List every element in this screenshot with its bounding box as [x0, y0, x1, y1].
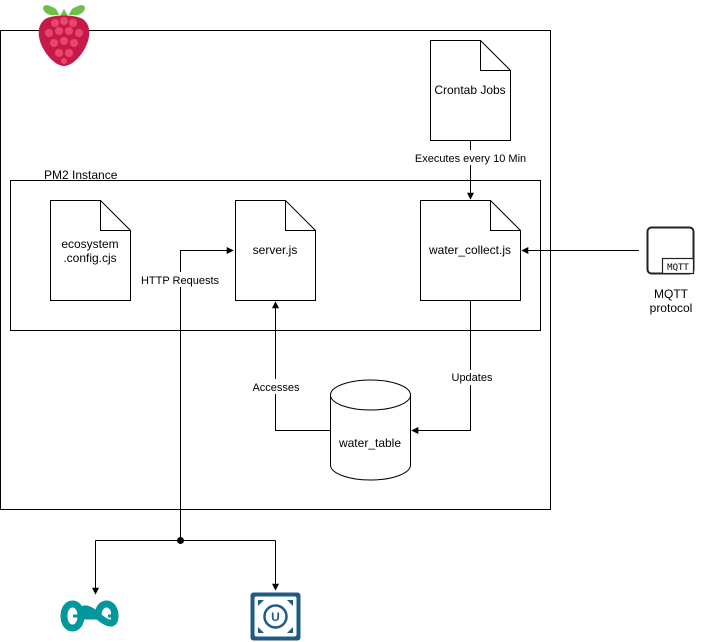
mqtt-label-line1: MQTT	[654, 287, 689, 301]
edge-label-executes: Executes every 10 Min	[415, 153, 526, 165]
arduino-logo-icon	[60, 600, 119, 632]
edge-collect-to-table: Updates	[411, 300, 493, 434]
crontab-jobs-label: Crontab Jobs	[434, 83, 505, 97]
edge-http-branches	[92, 537, 279, 595]
water-collect-js-document: water_collect.js	[420, 200, 521, 301]
server-js-label: server.js	[253, 243, 298, 257]
edge-table-to-server: Accesses	[251, 301, 331, 431]
device-u-icon: U	[250, 592, 301, 641]
edge-http-requests: HTTP Requests	[139, 247, 234, 541]
svg-text:U: U	[271, 610, 280, 624]
mqtt-label-line2: protocol	[650, 301, 693, 315]
edge-label-updates: Updates	[452, 372, 493, 384]
edge-cron-to-collect: Executes every 10 Min	[412, 140, 530, 200]
mqtt-icon-text: MQTT	[667, 263, 689, 273]
ecosystem-config-label-line2: .config.cjs	[63, 251, 116, 265]
water-table-label: water_table	[338, 436, 401, 450]
water-collect-js-label: water_collect.js	[428, 243, 511, 257]
ecosystem-config-label-line1: ecosystem	[61, 237, 118, 251]
edge-label-accesses: Accesses	[252, 382, 300, 394]
ecosystem-config-document: ecosystem .config.cjs	[50, 200, 131, 301]
server-js-document: server.js	[235, 200, 316, 301]
edge-label-http-requests: HTTP Requests	[141, 275, 220, 287]
raspberry-pi-logo-icon	[38, 5, 90, 66]
mqtt-broker-icon: MQTT	[646, 226, 695, 275]
pm2-instance-label: PM2 Instance	[44, 168, 118, 182]
water-table-database: water_table	[330, 379, 411, 481]
crontab-jobs-document: Crontab Jobs	[430, 40, 511, 141]
